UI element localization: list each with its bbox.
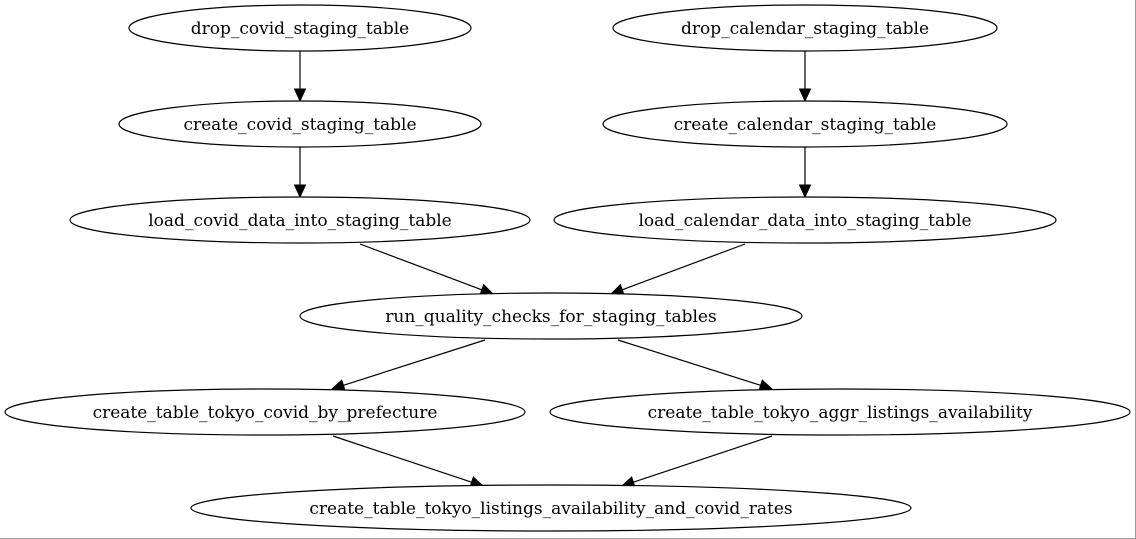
node-label: drop_calendar_staging_table xyxy=(681,19,929,39)
edge-create_covid-to-load_covid xyxy=(293,147,307,199)
node-ellipse xyxy=(553,196,1057,244)
edge-quality-to-covid_pref xyxy=(330,339,486,392)
node-create_covid[interactable]: create_covid_staging_table xyxy=(118,100,482,148)
node-label: create_calendar_staging_table xyxy=(674,115,937,135)
arrowhead-icon xyxy=(798,88,812,103)
node-quality[interactable]: run_quality_checks_for_staging_tables xyxy=(299,292,803,340)
node-label: create_table_tokyo_aggr_listings_availab… xyxy=(648,403,1033,423)
edge-load_calendar-to-quality xyxy=(609,243,746,296)
node-load_calendar[interactable]: load_calendar_data_into_staging_table xyxy=(553,196,1057,244)
node-label: load_calendar_data_into_staging_table xyxy=(638,211,971,231)
edge-covid_pref-to-final xyxy=(332,435,485,489)
node-ellipse xyxy=(128,4,472,52)
node-ellipse xyxy=(190,484,912,532)
node-label: create_table_tokyo_covid_by_prefecture xyxy=(93,403,438,423)
edge-drop_calendar-to-create_calendar xyxy=(798,51,812,103)
edge-drop_covid-to-create_covid xyxy=(293,51,307,103)
arrowhead-icon xyxy=(798,184,812,199)
edge-line xyxy=(622,243,746,291)
edge-line xyxy=(343,339,486,386)
node-label: load_covid_data_into_staging_table xyxy=(148,211,452,231)
node-label: create_covid_staging_table xyxy=(183,115,416,135)
edge-load_covid-to-quality xyxy=(359,243,495,296)
node-load_covid[interactable]: load_covid_data_into_staging_table xyxy=(69,196,531,244)
node-ellipse xyxy=(612,4,998,52)
node-covid_pref[interactable]: create_table_tokyo_covid_by_prefecture xyxy=(4,388,526,436)
node-label: create_table_tokyo_listings_availability… xyxy=(309,499,792,519)
edge-quality-to-aggr xyxy=(617,339,774,392)
edge-line xyxy=(332,435,472,483)
node-aggr[interactable]: create_table_tokyo_aggr_listings_availab… xyxy=(549,388,1131,436)
node-drop_covid[interactable]: drop_covid_staging_table xyxy=(128,4,472,52)
edge-line xyxy=(633,435,773,483)
node-label: drop_covid_staging_table xyxy=(191,19,410,39)
node-label: run_quality_checks_for_staging_tables xyxy=(385,307,716,327)
node-ellipse xyxy=(299,292,803,340)
edge-line xyxy=(617,339,761,386)
node-ellipse xyxy=(549,388,1131,436)
edge-aggr-to-final xyxy=(620,435,773,489)
edge-line xyxy=(359,243,482,291)
node-drop_calendar[interactable]: drop_calendar_staging_table xyxy=(612,4,998,52)
arrowhead-icon xyxy=(330,379,346,392)
node-final[interactable]: create_table_tokyo_listings_availability… xyxy=(190,484,912,532)
node-ellipse xyxy=(602,100,1008,148)
node-create_calendar[interactable]: create_calendar_staging_table xyxy=(602,100,1008,148)
node-ellipse xyxy=(118,100,482,148)
node-ellipse xyxy=(69,196,531,244)
arrowhead-icon xyxy=(293,88,307,103)
node-ellipse xyxy=(4,388,526,436)
edge-create_calendar-to-load_calendar xyxy=(798,147,812,199)
arrowhead-icon xyxy=(293,184,307,199)
